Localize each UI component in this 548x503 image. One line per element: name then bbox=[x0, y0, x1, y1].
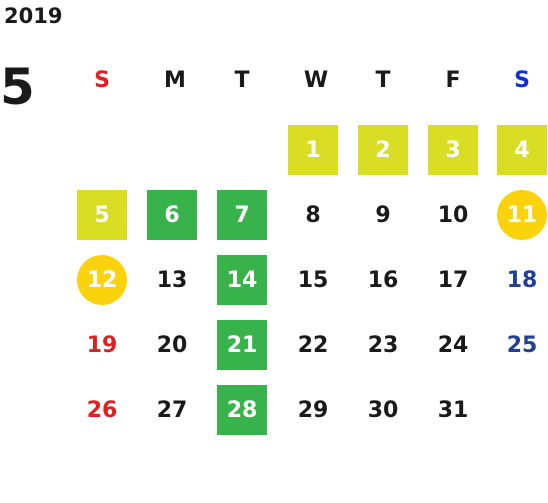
day-cell[interactable]: 12 bbox=[72, 255, 132, 305]
day-cell[interactable]: 27 bbox=[142, 385, 202, 435]
day-cell[interactable]: 18 bbox=[492, 255, 548, 305]
day-cell[interactable]: 21 bbox=[212, 320, 272, 370]
day-number: 27 bbox=[156, 397, 188, 423]
day-number: 30 bbox=[367, 397, 399, 423]
day-number: 1 bbox=[305, 137, 321, 163]
day-number: 7 bbox=[234, 202, 250, 228]
calendar-month: 5 bbox=[0, 58, 35, 116]
day-number: 29 bbox=[297, 397, 329, 423]
day-cell[interactable]: 1 bbox=[283, 125, 343, 175]
day-highlight-square bbox=[217, 385, 267, 435]
day-number: 24 bbox=[437, 332, 469, 358]
day-number: 8 bbox=[305, 202, 321, 228]
day-cell[interactable]: 30 bbox=[353, 385, 413, 435]
day-number: 21 bbox=[226, 332, 258, 358]
day-number: 25 bbox=[506, 332, 538, 358]
day-number: 18 bbox=[506, 267, 538, 293]
day-highlight-square bbox=[77, 190, 127, 240]
day-number: 13 bbox=[156, 267, 188, 293]
day-cell[interactable]: 5 bbox=[72, 190, 132, 240]
weekday-friday: F bbox=[445, 68, 461, 93]
day-highlight-square bbox=[217, 190, 267, 240]
day-number: 6 bbox=[164, 202, 180, 228]
weekday-wednesday: W bbox=[303, 68, 329, 93]
day-cell[interactable]: 19 bbox=[72, 320, 132, 370]
day-highlight-square bbox=[288, 125, 338, 175]
day-cell[interactable]: 9 bbox=[353, 190, 413, 240]
day-cell[interactable]: 24 bbox=[423, 320, 483, 370]
day-number: 28 bbox=[226, 397, 258, 423]
weekday-monday: M bbox=[164, 68, 186, 93]
day-cell[interactable]: 25 bbox=[492, 320, 548, 370]
day-cell[interactable]: 8 bbox=[283, 190, 343, 240]
day-number: 3 bbox=[445, 137, 461, 163]
day-cell[interactable]: 17 bbox=[423, 255, 483, 305]
day-cell[interactable]: 31 bbox=[423, 385, 483, 435]
day-number: 11 bbox=[506, 202, 538, 228]
day-highlight-square bbox=[428, 125, 478, 175]
day-highlight-circle bbox=[77, 255, 127, 305]
day-highlight-square bbox=[147, 190, 197, 240]
day-number: 4 bbox=[514, 137, 530, 163]
day-highlight-circle bbox=[497, 190, 547, 240]
day-highlight-square bbox=[358, 125, 408, 175]
day-cell[interactable]: 16 bbox=[353, 255, 413, 305]
day-cell[interactable]: 10 bbox=[423, 190, 483, 240]
day-cell[interactable]: 2 bbox=[353, 125, 413, 175]
day-number: 14 bbox=[226, 267, 258, 293]
day-cell[interactable]: 26 bbox=[72, 385, 132, 435]
day-number: 23 bbox=[367, 332, 399, 358]
day-cell[interactable]: 23 bbox=[353, 320, 413, 370]
day-number: 9 bbox=[375, 202, 391, 228]
day-number: 31 bbox=[437, 397, 469, 423]
weekday-sunday: S bbox=[94, 68, 110, 93]
day-cell[interactable]: 3 bbox=[423, 125, 483, 175]
weekday-thursday: T bbox=[375, 68, 391, 93]
day-cell[interactable]: 4 bbox=[492, 125, 548, 175]
day-highlight-square bbox=[217, 255, 267, 305]
day-number: 20 bbox=[156, 332, 188, 358]
weekday-tuesday: T bbox=[234, 68, 250, 93]
day-cell[interactable]: 20 bbox=[142, 320, 202, 370]
day-number: 12 bbox=[86, 267, 118, 293]
day-cell[interactable]: 7 bbox=[212, 190, 272, 240]
day-cell[interactable]: 11 bbox=[492, 190, 548, 240]
day-cell[interactable]: 28 bbox=[212, 385, 272, 435]
day-cell[interactable]: 13 bbox=[142, 255, 202, 305]
day-highlight-square bbox=[497, 125, 547, 175]
day-number: 10 bbox=[437, 202, 469, 228]
weekday-saturday: S bbox=[514, 68, 530, 93]
day-cell[interactable]: 29 bbox=[283, 385, 343, 435]
day-cell[interactable]: 6 bbox=[142, 190, 202, 240]
day-number: 26 bbox=[86, 397, 118, 423]
day-number: 15 bbox=[297, 267, 329, 293]
day-cell[interactable]: 14 bbox=[212, 255, 272, 305]
day-number: 16 bbox=[367, 267, 399, 293]
day-number: 5 bbox=[94, 202, 110, 228]
day-number: 19 bbox=[86, 332, 118, 358]
day-number: 17 bbox=[437, 267, 469, 293]
calendar-year: 2019 bbox=[4, 4, 63, 28]
day-cell[interactable]: 22 bbox=[283, 320, 343, 370]
day-number: 22 bbox=[297, 332, 329, 358]
day-cell[interactable]: 15 bbox=[283, 255, 343, 305]
day-highlight-square bbox=[217, 320, 267, 370]
day-number: 2 bbox=[375, 137, 391, 163]
